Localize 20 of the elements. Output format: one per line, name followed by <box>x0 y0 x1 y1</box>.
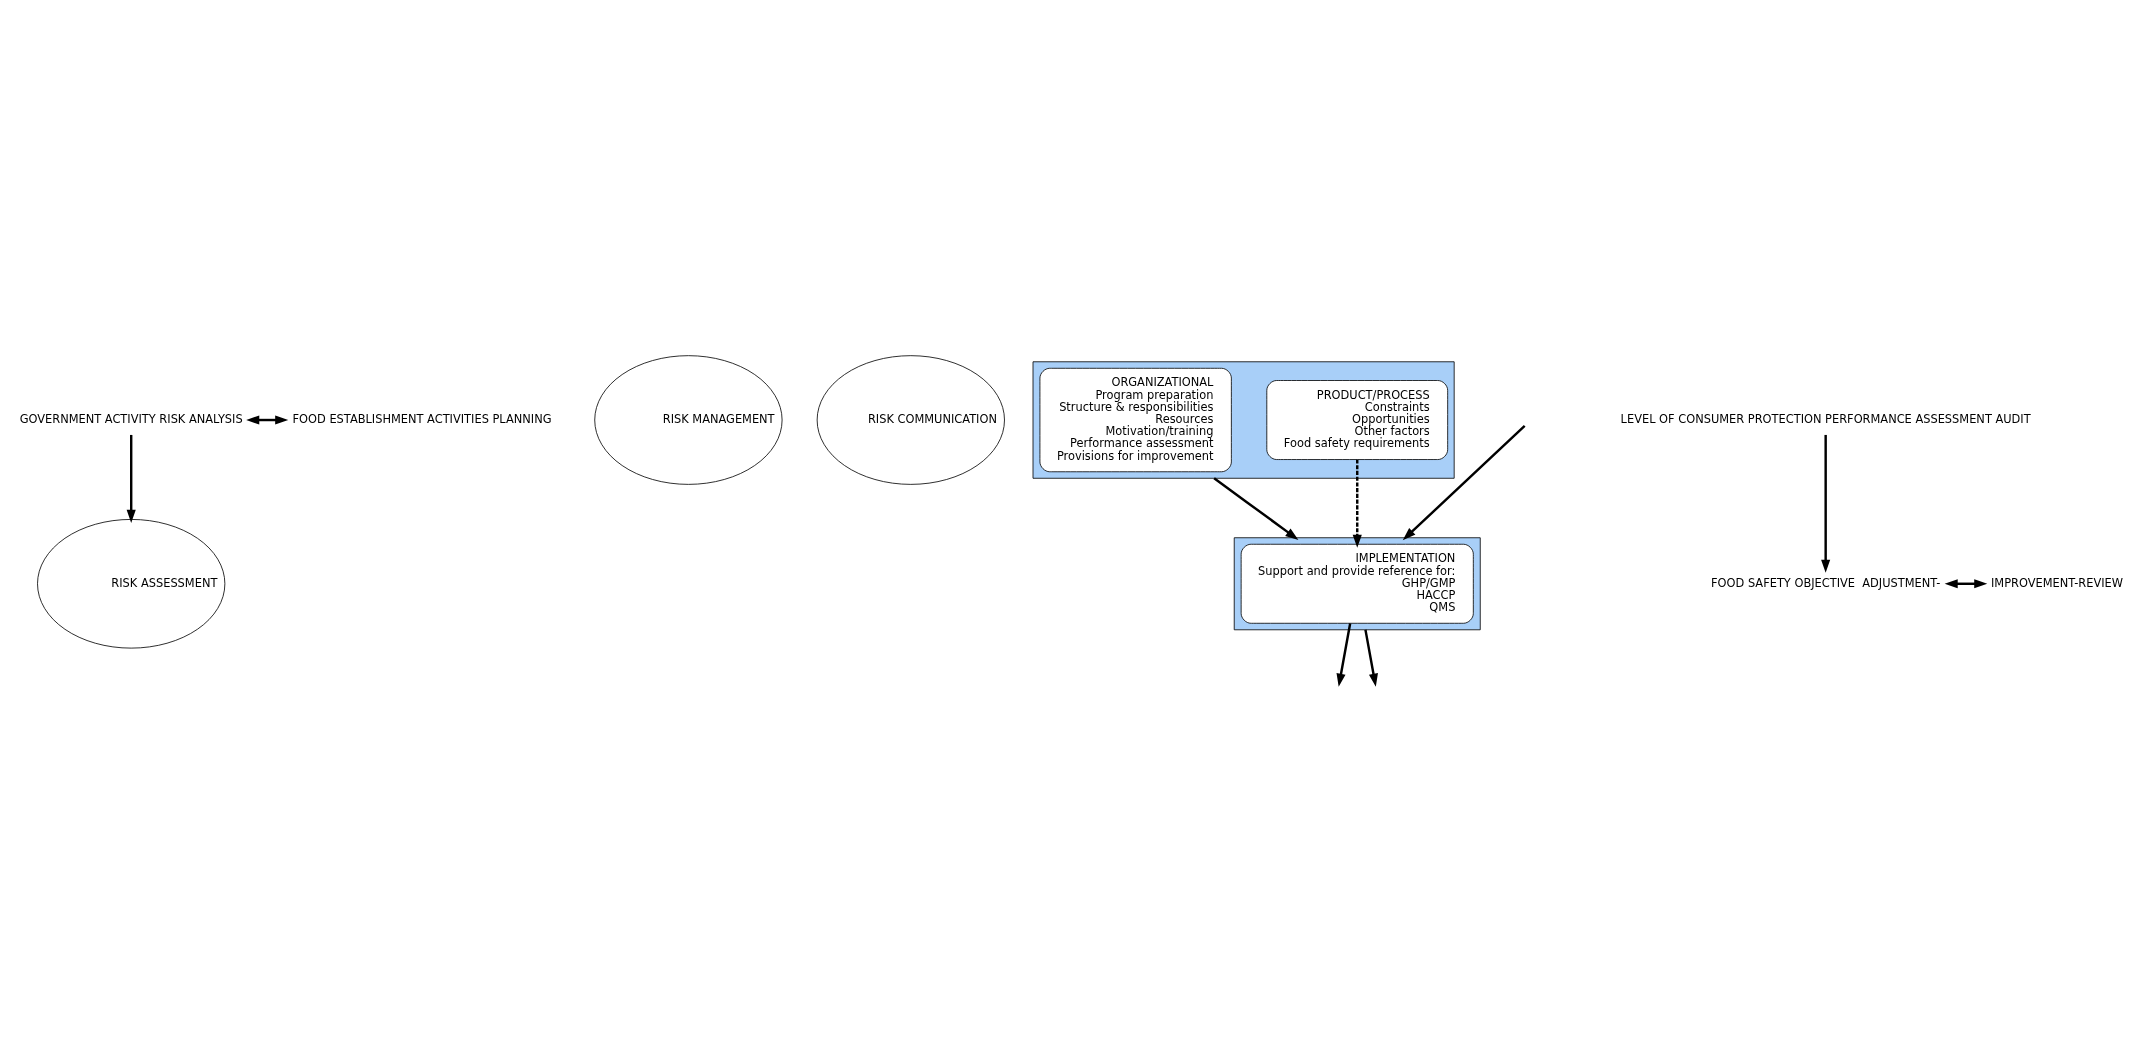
arrow <box>1352 459 1362 548</box>
node-box: PRODUCT/PROCESS Constraints Opportunities Other factors Food safety requirements <box>1266 380 1449 460</box>
cluster <box>1032 361 1455 479</box>
node-text: FOOD SAFETY OBJECTIVE ADJUSTMENT- <box>1711 575 1941 590</box>
arrow <box>246 415 289 425</box>
node-ellipse: RISK MANAGEMENT <box>594 355 783 485</box>
arrow <box>1944 579 1988 589</box>
cluster <box>1233 537 1481 631</box>
node-text: IMPROVEMENT-REVIEW <box>1991 575 2124 590</box>
node-text: LEVEL OF CONSUMER PROTECTION PERFORMANCE ASSESSMENT AUDIT <box>1620 412 2031 427</box>
node-ellipse: RISK COMMUNICATION <box>816 355 1005 485</box>
node-text: FOOD ESTABLISHMENT ACTIVITIES PLANNING <box>292 412 552 427</box>
arrow <box>1213 477 1299 540</box>
node-ellipse: RISK ASSESSMENT <box>37 519 226 649</box>
node-text: GOVERNMENT ACTIVITY RISK ANALYSIS <box>19 412 243 427</box>
arrow <box>1821 434 1831 573</box>
node-box: ORGANIZATIONAL Program preparation Structure & responsibilities Resources Motivation/training Performance assessment Provisions for improvement <box>1039 367 1232 473</box>
node-box: IMPLEMENTATION Support and provide reference for: GHP/GMP HACCP QMS <box>1240 543 1474 624</box>
arrow <box>126 434 136 523</box>
arrow <box>1402 424 1526 541</box>
